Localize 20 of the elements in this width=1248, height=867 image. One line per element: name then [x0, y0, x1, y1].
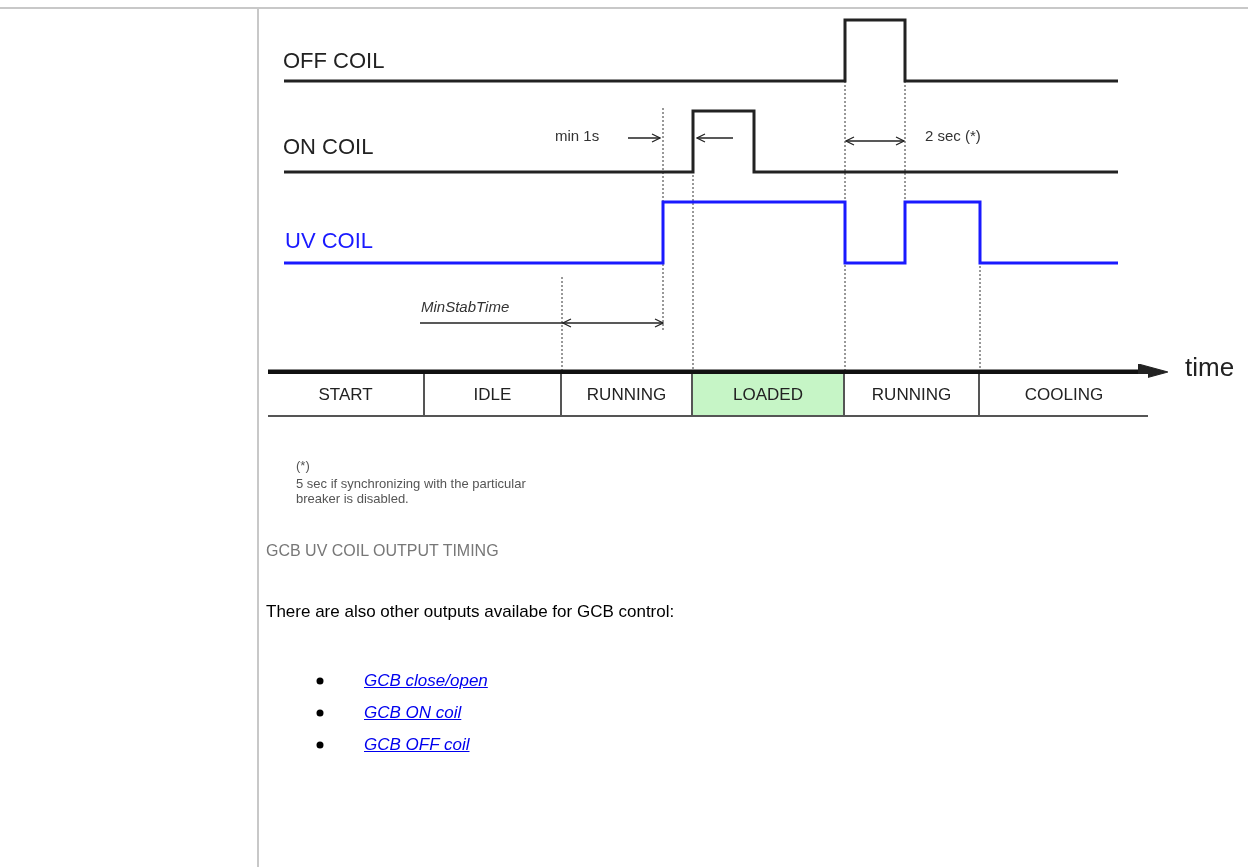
- body-text: There are also other outputs availabe for GCB control:: [266, 602, 675, 622]
- dimension-label: 2 sec (*): [925, 127, 981, 145]
- figure-caption: GCB UV COIL OUTPUT TIMING: [266, 542, 499, 561]
- link: GCB OFF coil: [364, 735, 470, 755]
- axis-label: time: [1185, 353, 1235, 383]
- state-cell: START: [268, 374, 425, 417]
- state-cell: COOLING: [980, 374, 1148, 417]
- state-cell: RUNNING: [562, 374, 693, 417]
- signal-label: UV COIL: [285, 228, 374, 254]
- signal-label: OFF COIL: [283, 48, 385, 74]
- dimension-label: MinStabTime: [421, 298, 510, 316]
- link: GCB ON coil: [364, 703, 462, 723]
- link: GCB close/open: [364, 671, 488, 691]
- footnote-mark: (*): [296, 459, 310, 474]
- signal-label: ON COIL: [283, 134, 374, 160]
- state-cell: IDLE: [425, 374, 562, 417]
- state-cell: RUNNING: [845, 374, 980, 417]
- footnote-text: 5 sec if synchronizing with the particular breaker is disabled.: [296, 477, 527, 507]
- state-cell: LOADED: [693, 374, 845, 417]
- dimension-label: min 1s: [555, 127, 600, 145]
